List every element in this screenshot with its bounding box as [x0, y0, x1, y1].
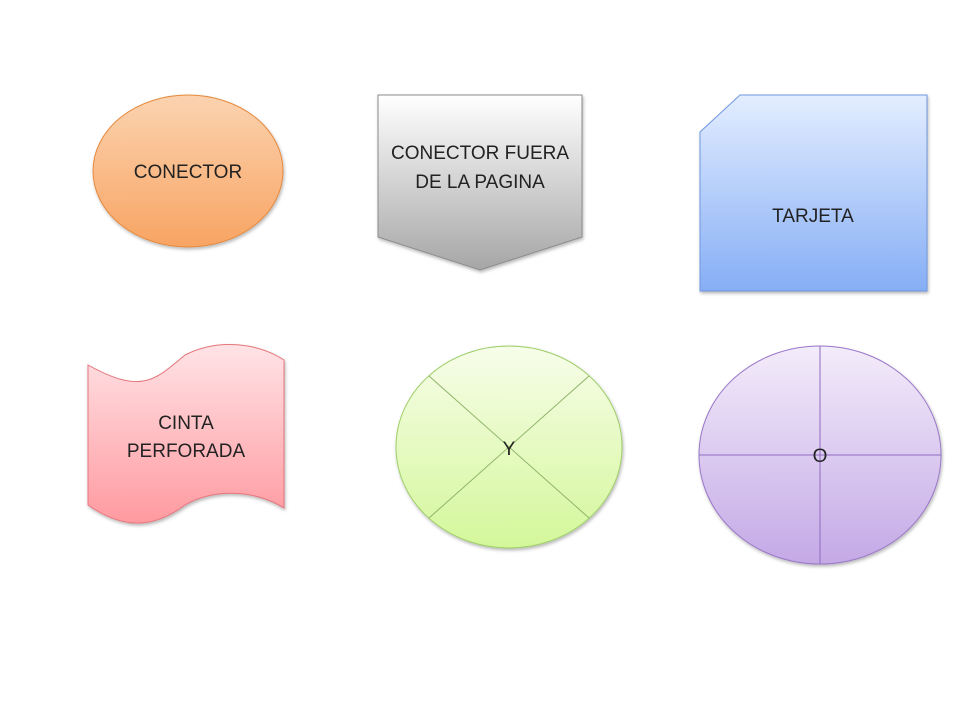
cinta-perforada-symbol: CINTA PERFORADA — [87, 344, 285, 524]
o-symbol: O — [698, 345, 942, 565]
conector-label: CONECTOR — [134, 162, 242, 183]
conector-fuera-label-line-2: DE LA PAGINA — [415, 172, 545, 193]
conector-symbol: CONECTOR — [92, 94, 284, 248]
conector-fuera-symbol: CONECTOR FUERA DE LA PAGINA — [377, 94, 583, 271]
conector-fuera-shape — [377, 94, 583, 271]
cinta-perforada-shape — [87, 344, 285, 524]
cinta-perforada-label-line-2: PERFORADA — [127, 441, 246, 462]
tarjeta-shape — [699, 94, 928, 292]
o-label: O — [813, 446, 828, 467]
y-symbol: Y — [395, 345, 623, 549]
conector-shape — [92, 94, 284, 248]
y-diagonal-line-2 — [428, 375, 590, 519]
cinta-perforada-label-line-1: CINTA — [158, 413, 214, 434]
conector-fuera-label-line-1: CONECTOR FUERA — [391, 143, 569, 164]
tarjeta-label: TARJETA — [772, 206, 854, 227]
tarjeta-symbol: TARJETA — [699, 94, 928, 292]
y-label: Y — [503, 439, 516, 460]
